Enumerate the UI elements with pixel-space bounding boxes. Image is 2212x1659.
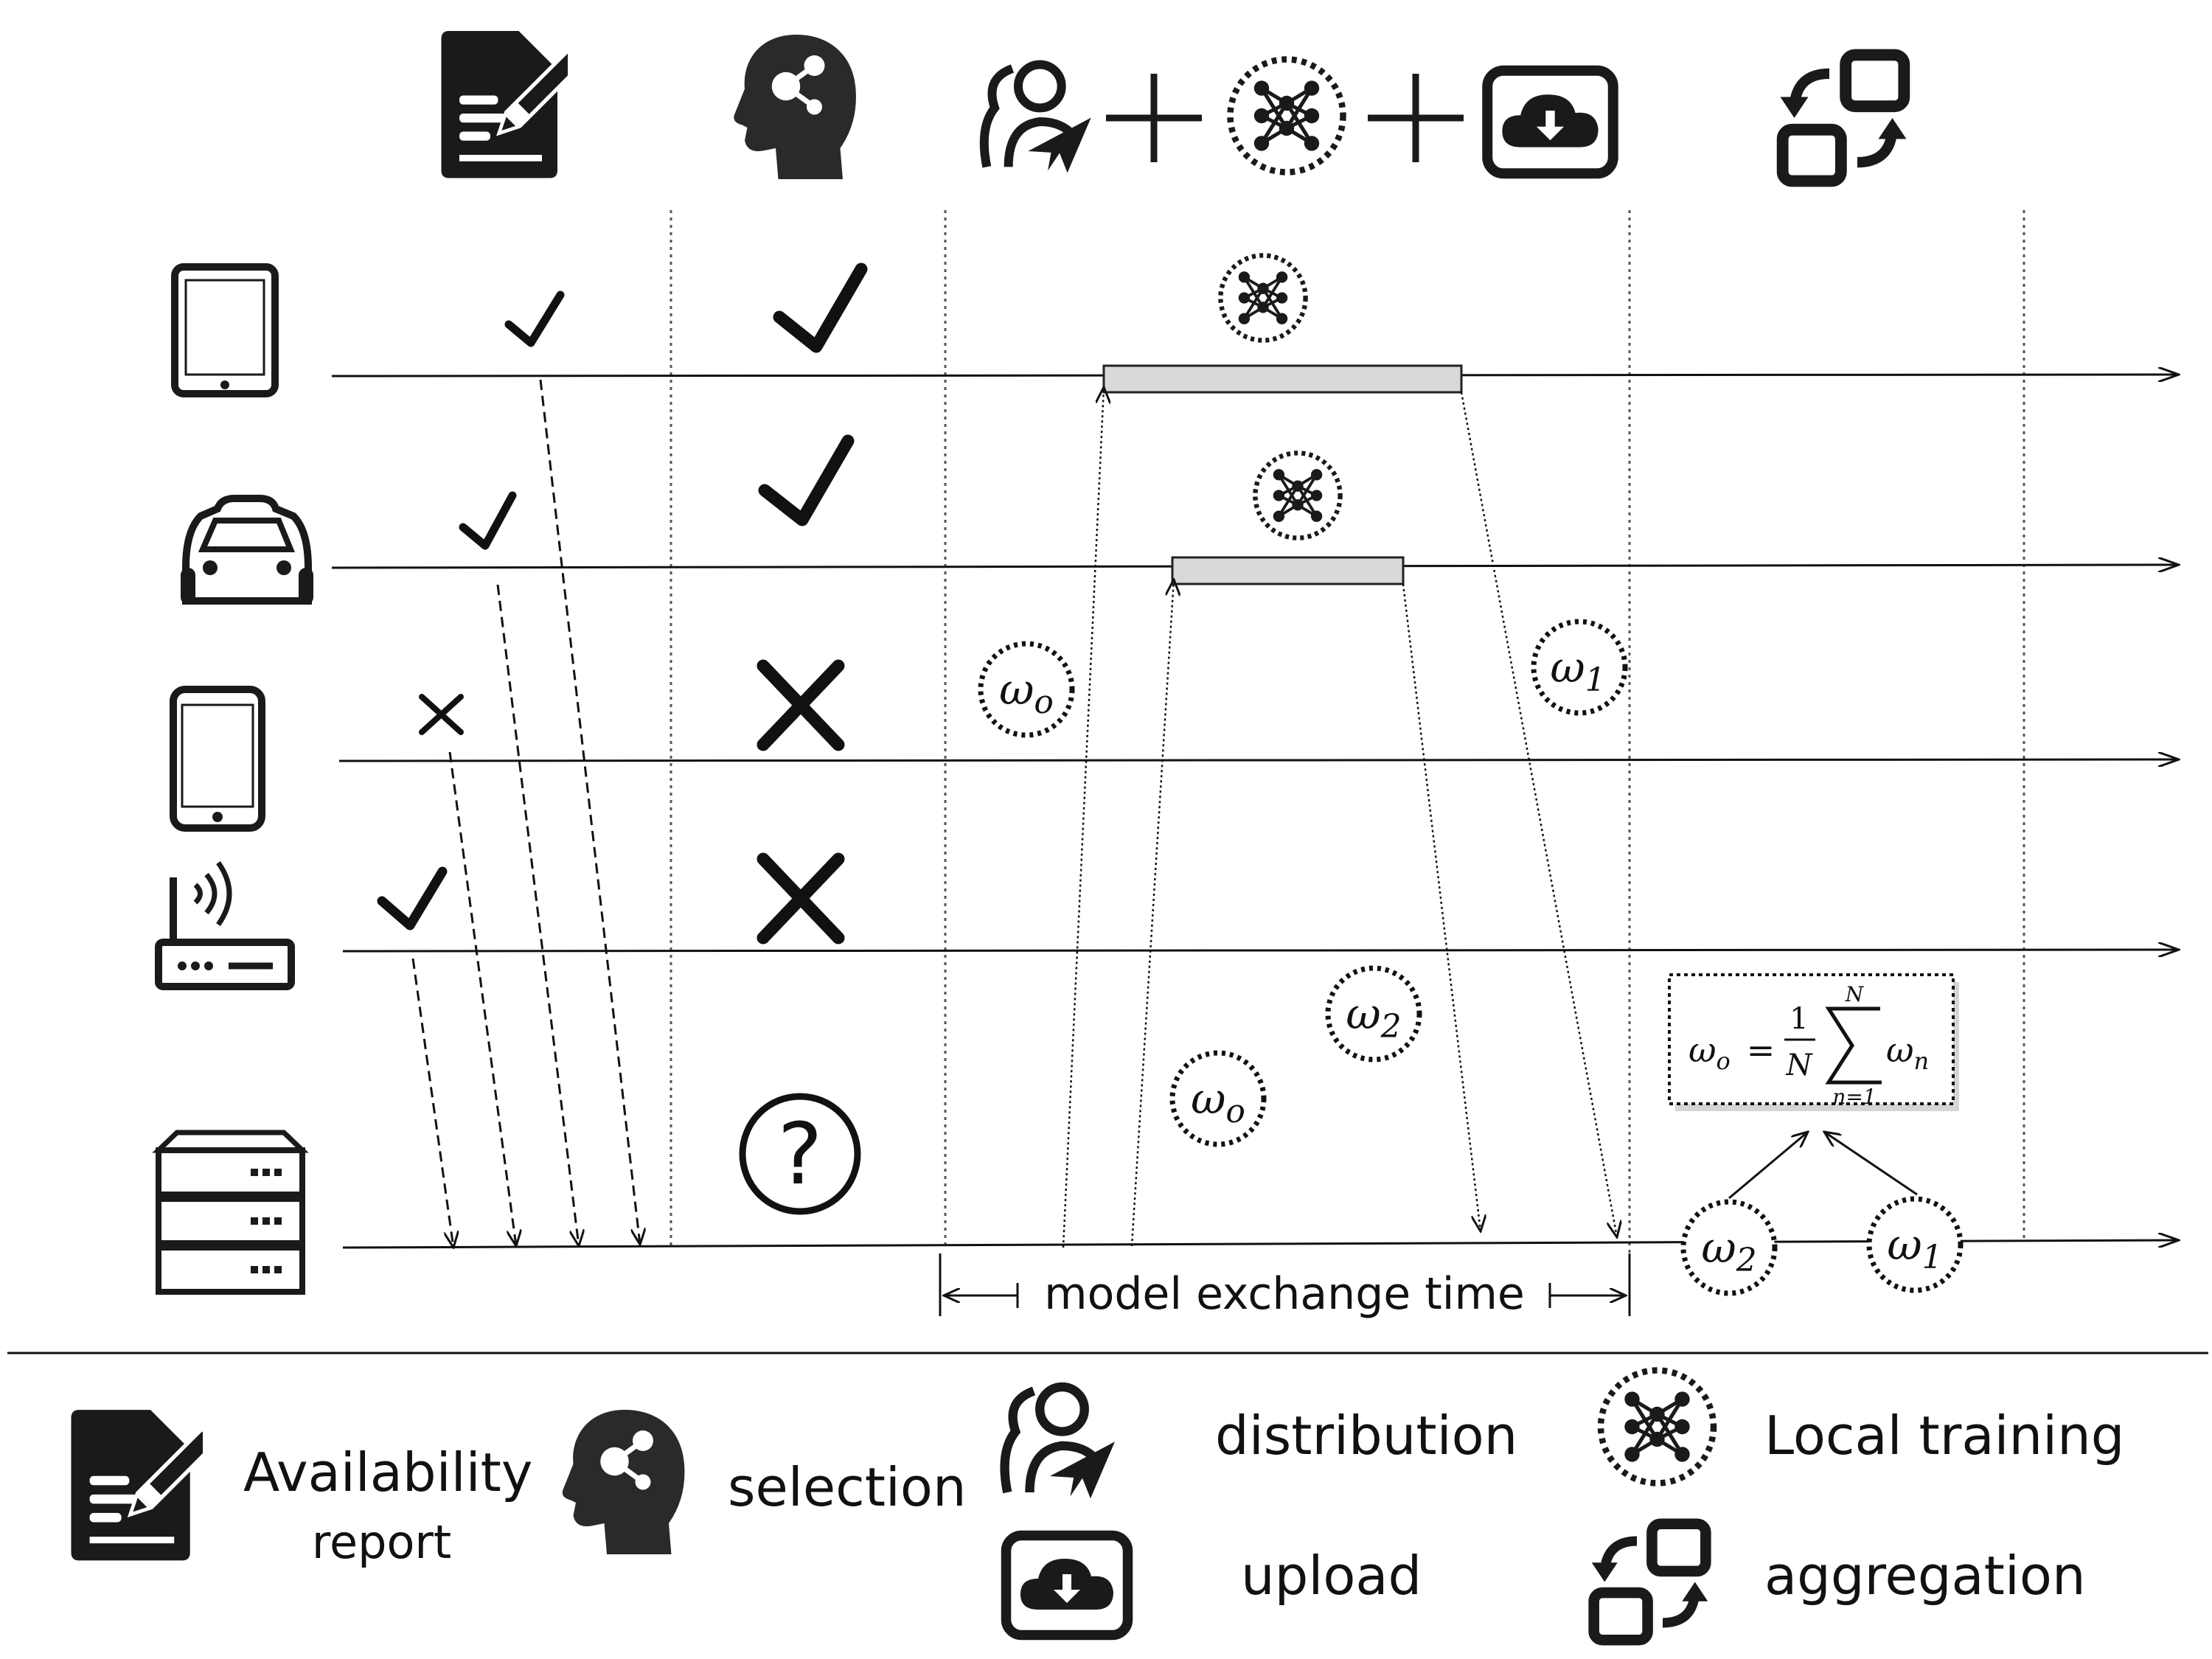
formula-sum-top: N bbox=[1845, 982, 1865, 1006]
legend-aggregation-icon bbox=[1592, 1524, 1708, 1641]
timeline-smartphone bbox=[338, 759, 2179, 761]
legend-availability-line2: report bbox=[311, 1515, 452, 1569]
upload-arrow-car bbox=[1402, 583, 1481, 1231]
model-exchange-time-label: model exchange time bbox=[1044, 1268, 1525, 1320]
selection-cross-smartphone bbox=[757, 659, 845, 751]
legend-aggregation-label: aggregation bbox=[1764, 1545, 2086, 1607]
distribution-arrow-tablet bbox=[1062, 387, 1104, 1248]
availability-check-router bbox=[377, 866, 448, 931]
legend-upload-label: upload bbox=[1241, 1545, 1422, 1607]
weight-w0-mid: ωo bbox=[1169, 1050, 1267, 1147]
svg-text:ωo: ωo bbox=[999, 664, 1054, 721]
availability-check-tablet bbox=[504, 291, 565, 347]
local-training-icon-car bbox=[1255, 453, 1340, 538]
legend-availability-label: Availability bbox=[243, 1441, 532, 1503]
training-bar-car bbox=[1171, 556, 1405, 585]
model-exchange: ωo ω1 ω2 ωo bbox=[978, 255, 1628, 1248]
legend-distribution-icon bbox=[1005, 1387, 1115, 1498]
server-icon bbox=[152, 1130, 309, 1295]
question-circle bbox=[739, 1093, 861, 1215]
svg-text:ω2: ω2 bbox=[1346, 989, 1401, 1046]
legend-availability-icon bbox=[71, 1410, 203, 1561]
sigma-sign bbox=[1825, 1006, 1882, 1085]
timeline-router bbox=[342, 950, 2179, 951]
local-training-icon-tablet bbox=[1220, 255, 1305, 340]
training-bar-tablet bbox=[1102, 364, 1463, 394]
legend-upload-icon bbox=[1006, 1536, 1128, 1635]
weight-w2-server: ω2 bbox=[1680, 1199, 1778, 1296]
svg-text:ωo: ωo bbox=[1191, 1074, 1245, 1130]
distribution-icon bbox=[984, 65, 1091, 173]
legend-report-label: report bbox=[243, 1515, 520, 1569]
car-icon bbox=[181, 495, 313, 605]
formula-denominator: N bbox=[1786, 1048, 1814, 1082]
model-exchange-time-span bbox=[939, 1253, 1631, 1316]
legend-selection-icon bbox=[563, 1410, 685, 1554]
availability-marks bbox=[377, 291, 565, 931]
upload-arrow-tablet bbox=[1460, 392, 1617, 1237]
svg-text:ω1: ω1 bbox=[1550, 642, 1605, 699]
aggregation-formula: ωo= bbox=[1688, 1030, 1775, 1075]
svg-text:ω2: ω2 bbox=[1701, 1222, 1756, 1279]
availability-report-icon bbox=[441, 31, 568, 178]
weight-w0-top: ωo bbox=[978, 641, 1075, 738]
weight-w1-top: ω1 bbox=[1531, 619, 1628, 716]
weight-w2-mid: ω2 bbox=[1325, 965, 1422, 1062]
local-training-icon bbox=[1231, 60, 1343, 173]
availability-cross-smartphone bbox=[419, 694, 464, 735]
plus-icon bbox=[1106, 74, 1202, 162]
legend-selection-label: selection bbox=[728, 1456, 967, 1518]
weight-w1-server: ω1 bbox=[1866, 1196, 1964, 1293]
legend-distribution-label: distribution bbox=[1215, 1405, 1518, 1467]
selection-check-tablet bbox=[773, 262, 868, 353]
wifi-router-icon bbox=[155, 860, 295, 990]
distribution-arrow-car bbox=[1130, 580, 1174, 1247]
phase-dividers bbox=[669, 210, 2025, 1312]
availability-check-car bbox=[459, 491, 517, 550]
plus-icon bbox=[1368, 74, 1464, 162]
selection-cross-router bbox=[757, 852, 845, 945]
question-mark: ? bbox=[777, 1105, 822, 1204]
legend-local-training-label: Local training bbox=[1764, 1405, 2125, 1467]
selection-marks bbox=[739, 262, 868, 1215]
smartphone-icon bbox=[170, 686, 265, 832]
aggregation-icon bbox=[1781, 55, 1907, 181]
header-icons bbox=[441, 31, 1907, 181]
svg-text:ω1: ω1 bbox=[1887, 1220, 1942, 1276]
formula-numerator: 1 bbox=[1790, 1002, 1808, 1036]
legend-local-training-icon bbox=[1601, 1371, 1714, 1484]
upload-icon bbox=[1487, 71, 1613, 174]
formula-term: ωn bbox=[1886, 1030, 1929, 1075]
legend-availability-line1: Availability bbox=[243, 1441, 533, 1503]
formula-sum-bottom: n=1 bbox=[1832, 1085, 1876, 1109]
selection-head-icon bbox=[734, 35, 856, 179]
availability-report-arrows bbox=[411, 379, 640, 1248]
aggregation-step: ωo= 1 N N n=1 ωn ω2 ω1 bbox=[1668, 973, 1964, 1296]
selection-check-car bbox=[758, 434, 855, 526]
tablet-icon bbox=[171, 263, 279, 397]
